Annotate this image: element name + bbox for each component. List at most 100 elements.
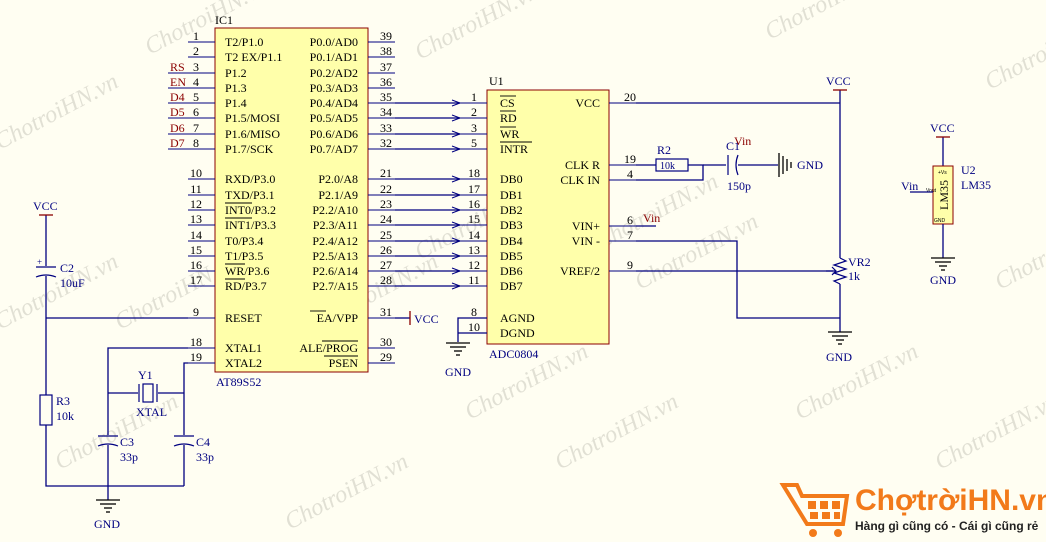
ic1-pin-1-name: T2/P1.0 — [225, 35, 263, 49]
ic1-pin-14-number: 14 — [190, 228, 202, 242]
ic1-pin-12-name: INT0/P3.2 — [225, 203, 276, 217]
ic1-pin-7-number: 7 — [193, 121, 199, 135]
ic1-pin-21-number: 21 — [380, 166, 392, 180]
u1-pin-10-name: DGND — [500, 326, 535, 340]
watermark-text: ChotroiHN.vn — [991, 209, 1046, 296]
watermark-text: ChotroiHN.vn — [411, 0, 543, 65]
u1-pin-20-name: VCC — [575, 96, 600, 110]
c4-plate-b — [173, 443, 195, 447]
gnd-label-u1: GND — [445, 365, 471, 379]
bus-arrow — [451, 130, 462, 138]
ic1-pin-27-number: 27 — [380, 258, 392, 272]
ic1-pin-32-name: P0.7/AD7 — [310, 142, 358, 156]
vcc-label-reset: VCC — [33, 199, 58, 213]
u1-pin-12-name: DB6 — [500, 264, 523, 278]
u1-designator: U1 — [489, 74, 504, 88]
u1-pin-10-number: 10 — [468, 320, 480, 334]
ic1-pin-5-name: P1.4 — [225, 96, 247, 110]
u1-pin-4-number: 4 — [627, 167, 633, 181]
bus-arrow — [451, 206, 462, 214]
ic1-right-pins: 39P0.0/AD038P0.1/AD137P0.2/AD236P0.3/AD3… — [299, 29, 395, 370]
u1-pin-5-name: INTR — [500, 142, 528, 156]
u1-body — [486, 89, 610, 345]
ic1-net-en: EN — [170, 75, 186, 89]
ic1-pin-8-name: P1.7/SCK — [225, 142, 274, 156]
vr2-value: 1k — [848, 269, 860, 283]
ic1-pin-13-number: 13 — [190, 212, 202, 226]
ic1-pin-12-number: 12 — [190, 197, 202, 211]
ic1-pin-34-number: 34 — [380, 105, 392, 119]
u1-pin-11-name: DB7 — [500, 279, 523, 293]
watermark-text: ChotroiHN.vn — [761, 0, 893, 45]
u1-pin-3-name: WR — [500, 127, 519, 141]
ic1-pin-10-name: RXD/P3.0 — [225, 172, 275, 186]
ic1-pin-33-name: P0.6/AD6 — [310, 127, 358, 141]
u1-pin-20-number: 20 — [624, 90, 636, 104]
u1-pin-15-name: DB3 — [500, 218, 523, 232]
ic1-designator: IC1 — [215, 13, 233, 27]
watermark-text: ChotroiHN.vn — [931, 389, 1046, 476]
gnd-symbol-crystal — [96, 499, 120, 513]
vcc-label-adc: VCC — [826, 74, 851, 88]
vr2-wiper — [826, 266, 837, 276]
ic1-pin-29-name: PSEN — [329, 356, 359, 370]
u2-pin-gnd: GND — [934, 218, 946, 224]
ic1-pin-26-number: 26 — [380, 243, 392, 257]
bus-arrow — [451, 175, 462, 183]
u1-pin-6-name: VIN+ — [572, 219, 600, 233]
c3-ref: C3 — [120, 435, 134, 449]
u1-pin-4-name: CLK IN — [560, 173, 600, 187]
ic1-pin-15-number: 15 — [190, 243, 202, 257]
ic1-pin-11-name: TXD/P3.1 — [225, 188, 275, 202]
u2-designator: U2 — [961, 163, 976, 177]
watermark-text: ChotroiHN.vn — [51, 389, 183, 476]
gnd-label-vr2: GND — [826, 350, 852, 364]
u1-pin-12-number: 12 — [468, 258, 480, 272]
u1-pin-14-name: DB4 — [500, 234, 523, 248]
ic1-pin-35-number: 35 — [380, 90, 392, 104]
ic1-pin-37-name: P0.2/AD2 — [310, 66, 358, 80]
u1-pin-19-name: CLK R — [565, 158, 600, 172]
bus-arrow — [451, 114, 462, 122]
u1-pin-9-number: 9 — [627, 258, 633, 272]
ic1-pin-30-number: 30 — [380, 335, 392, 349]
u1-pin-17-number: 17 — [468, 182, 480, 196]
ic1-pin-25-name: P2.4/A12 — [312, 234, 358, 248]
u1-pin-6-number: 6 — [627, 213, 633, 227]
u1-pin-3-number: 3 — [471, 121, 477, 135]
ic1-pin-25-number: 25 — [380, 228, 392, 242]
ic1-pin-2-name: T2 EX/P1.1 — [225, 50, 282, 64]
ic1-net-d4: D4 — [170, 90, 185, 104]
u1-pin-9-name: VREF/2 — [560, 264, 600, 278]
ic1-pin-11-number: 11 — [190, 182, 202, 196]
vr2-body — [832, 257, 848, 285]
c1-plate-b — [735, 154, 739, 176]
u1-pin-14-number: 14 — [468, 228, 480, 242]
bus-arrow — [451, 267, 462, 275]
ic1-pin-22-number: 22 — [380, 182, 392, 196]
u1-pin-17-name: DB1 — [500, 188, 523, 202]
ic1-pin-17-number: 17 — [190, 273, 202, 287]
ic1-pin-24-number: 24 — [380, 212, 392, 226]
r2-value: 10k — [660, 161, 675, 172]
bus-arrow — [451, 221, 462, 229]
ic1-pin-36-number: 36 — [380, 75, 392, 89]
ic1-part: AT89S52 — [216, 375, 261, 389]
u1-pin-13-name: DB5 — [500, 249, 523, 263]
c1-value: 150p — [727, 179, 751, 193]
ic1-pin-19-name: XTAL2 — [225, 356, 262, 370]
gnd-symbol-u1 — [446, 342, 470, 356]
ic1-pin-9-name: RESET — [225, 311, 262, 325]
c2-value: 10uF — [60, 276, 85, 290]
ic1-pin-38-name: P0.1/AD1 — [310, 50, 358, 64]
ic1-net-rs: RS — [170, 60, 185, 74]
u1-pin-2-name: RD — [500, 111, 517, 125]
ic1-pin-23-number: 23 — [380, 197, 392, 211]
ic1-pin-23-name: P2.2/A10 — [312, 203, 358, 217]
ic1-net-d5: D5 — [170, 105, 185, 119]
ic1-pin-34-name: P0.5/AD5 — [310, 111, 358, 125]
y1-value: XTAL — [136, 405, 167, 419]
u2-body-text: LM35 — [937, 180, 951, 210]
